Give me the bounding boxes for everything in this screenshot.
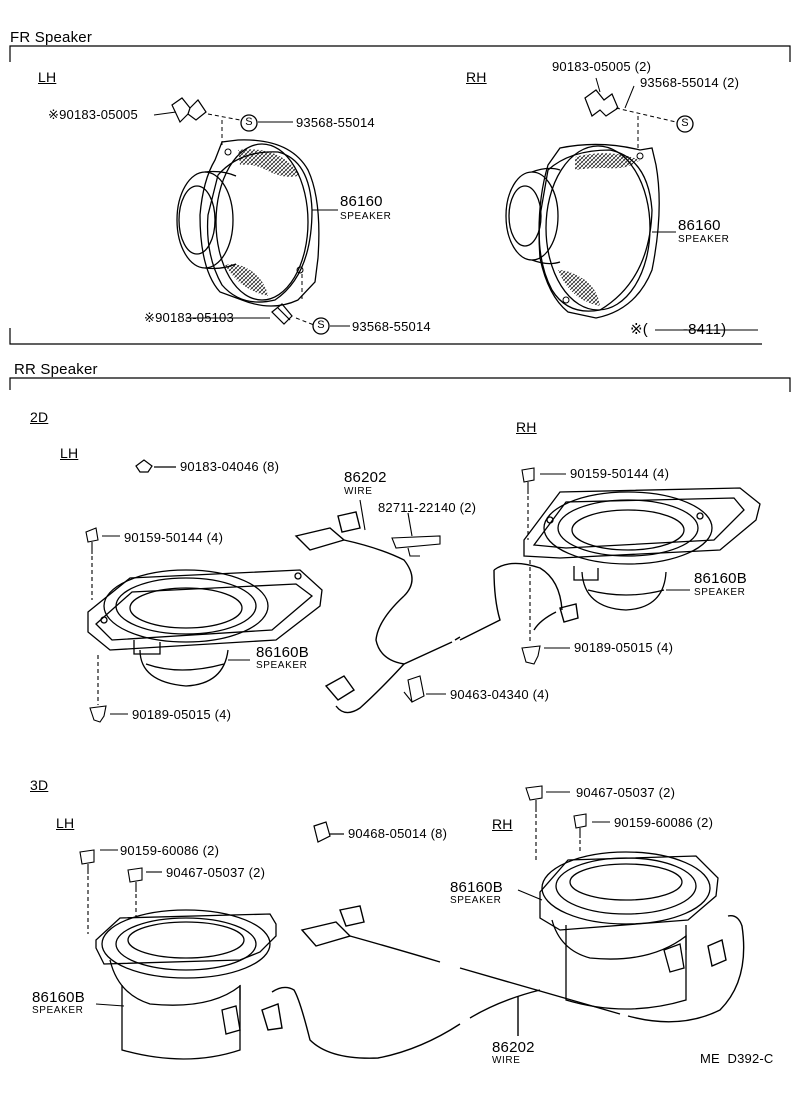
rr-speaker-section-title: RR Speaker [14,361,98,378]
rr2d-rh-screw-drawing [521,467,566,540]
fr-lh-bottom-bracket-part-number: ※90183-05103 [144,310,234,325]
rr2d-rh-screw-part-number: 90159-50144 (4) [570,466,670,481]
rr2d-wire-drawing [294,511,579,714]
fr-rh-s-nut-symbol: S [681,117,689,129]
rr2d-wire-clamp-drawing [359,499,441,557]
rr3d-wire-name: WIRE [492,1055,521,1066]
rr2d-lh-nut-drawing [89,655,128,723]
fr-rh-speaker-drawing [505,143,660,319]
fr-lh-heading: LH [38,69,57,85]
fr-speaker-section-title: FR Speaker [10,29,93,46]
rr2d-lh-speaker-name: SPEAKER [256,660,308,671]
rr3d-lh-screws-drawing [79,849,162,1007]
rr2d-clamp-part-number: 82711-22140 (2) [378,500,477,515]
fr-rh-applicability-note: ※( -8411) [630,321,727,338]
fr-rh-speaker-part-number: 86160 [678,217,721,234]
fr-rh-speaker-grille [558,152,644,306]
rr2d-clip-bottom-drawing [403,675,446,703]
rr-2d-heading: 2D [30,409,49,425]
fr-rh-bracket-part-number: 90183-05005 (2) [552,59,652,74]
rr3d-clip-part-number: 90468-05014 (8) [348,826,448,841]
rr3d-lh-speaker-drawing [95,909,277,1060]
rr3d-lh-speaker-part-number: 86160B [32,989,85,1006]
fr-lh-speaker-part-number: 86160 [340,193,383,210]
rr2d-lh-nut-part-number: 90189-05015 (4) [132,707,232,722]
fr-lh-s-nuts [240,114,330,335]
rr3d-rh-speaker-part-number: 86160B [450,879,503,896]
fr-rh-s-nut [676,115,694,133]
fr-lh-top-nut-part-number: 93568-55014 [296,115,375,130]
rr2d-rh-speaker-name: SPEAKER [694,587,746,598]
diagram-reference-code: ME D392-C [700,1051,774,1066]
fr-lh-top-bracket-clip [171,97,207,124]
rr-3d-lh-heading: LH [56,815,75,831]
rr2d-lh-speaker-drawing [87,569,323,687]
rr2d-rh-speaker-part-number: 86160B [694,570,747,587]
fr-lh-bottom-nut-part-number: 93568-55014 [352,319,431,334]
rr-3d-heading: 3D [30,777,49,793]
rr3d-rh-screws-drawing [517,785,610,901]
rr3d-lh-screw-a-part-number: 90159-60086 (2) [120,843,220,858]
fr-lh-top-bracket-part-number: ※90183-05005 [48,107,138,122]
rr2d-clip-top-part-number: 90183-04046 (8) [180,459,280,474]
fr-lh-speaker-name: SPEAKER [340,211,392,222]
fr-lh-bottom-bracket-clip [271,303,293,325]
fr-section-frame [9,45,791,392]
rr3d-clip-drawing [313,821,344,843]
rr3d-rh-screw-b-part-number: 90159-60086 (2) [614,815,714,830]
rr3d-wire-part-number: 86202 [492,1039,535,1056]
fr-lh-s-nut-bottom-symbol: S [317,319,325,331]
rr-3d-rh-heading: RH [492,816,513,832]
rr2d-clip-bottom-part-number: 90463-04340 (4) [450,687,550,702]
rr2d-rh-speaker-drawing [523,487,761,611]
rr2d-wire-part-number: 86202 [344,469,387,486]
fr-rh-nut-part-number: 93568-55014 (2) [640,75,740,90]
rr2d-lh-speaker-part-number: 86160B [256,644,309,661]
rr-2d-lh-heading: LH [60,445,79,461]
fr-lh-s-nut-top-symbol: S [245,116,253,128]
rr3d-wire-drawing [261,905,745,1059]
rr2d-clip-top-drawing [135,459,176,473]
rr2d-lh-screw-drawing [85,527,120,600]
fr-lh-leaders [153,111,350,327]
rr2d-wire-name: WIRE [344,486,373,497]
rr3d-rh-speaker-name: SPEAKER [450,895,502,906]
fr-rh-heading: RH [466,69,487,85]
rr-2d-rh-heading: RH [516,419,537,435]
rr3d-rh-speaker-drawing [539,851,719,1010]
rr2d-rh-nut-drawing [521,560,690,665]
fr-lh-speaker-grille [224,148,304,296]
fr-rh-leaders [595,77,758,331]
rr3d-lh-speaker-name: SPEAKER [32,1005,84,1016]
fr-rh-bracket-clip [584,89,619,117]
fr-rh-speaker-name: SPEAKER [678,234,730,245]
rr3d-lh-screw-b-part-number: 90467-05037 (2) [166,865,266,880]
rr3d-rh-screw-a-part-number: 90467-05037 (2) [576,785,676,800]
rr2d-rh-nut-part-number: 90189-05015 (4) [574,640,674,655]
rr2d-lh-screw-part-number: 90159-50144 (4) [124,530,224,545]
